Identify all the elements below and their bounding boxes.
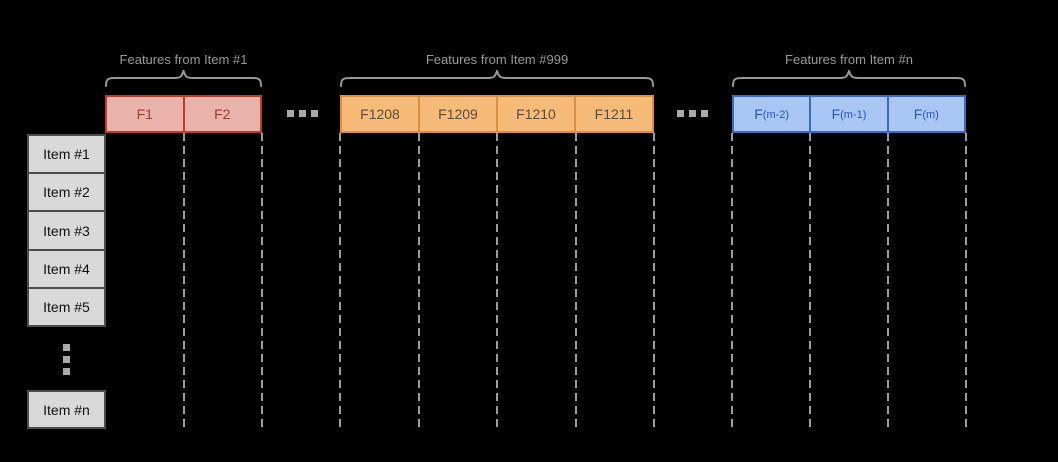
feature-cell-sublabel: (m-1) <box>840 109 867 121</box>
row-label-item-2: Item #2 <box>27 172 106 213</box>
feature-cell-sublabel: (m) <box>922 109 939 121</box>
feature-cell: F(m-2) <box>734 97 809 131</box>
feature-cell: F2 <box>182 97 261 131</box>
brace-label-item-999: Features from Item #999 <box>425 51 569 67</box>
feature-cell-label: F2 <box>214 106 231 122</box>
ellipsis-dot <box>63 356 70 363</box>
dashed-column-line <box>887 133 889 429</box>
row-label-item-n: Item #n <box>27 390 106 429</box>
feature-cell-label: F1210 <box>516 106 556 122</box>
feature-group-item-999: F1208 F1209 F1210 F1211 <box>340 95 654 133</box>
feature-cell-label: F <box>831 106 841 122</box>
curly-brace-icon <box>340 70 654 87</box>
feature-group-item-1: F1 F2 <box>105 95 262 133</box>
ellipsis-dot <box>677 110 684 117</box>
feature-cell: F1 <box>107 97 183 131</box>
dashed-column-line <box>260 133 263 429</box>
dashed-column-line <box>731 133 733 429</box>
feature-cell-label: F1208 <box>360 106 400 122</box>
horizontal-ellipsis-icon <box>677 110 708 117</box>
feature-cell-label: F <box>754 106 763 122</box>
dashed-column-line <box>965 133 967 429</box>
feature-group-item-n: F(m-2) F(m-1) F(m) <box>732 95 966 133</box>
feature-cell: F1211 <box>574 97 652 131</box>
dashed-column-line <box>809 133 811 429</box>
feature-cell: F1209 <box>418 97 496 131</box>
vertical-ellipsis-icon <box>63 344 70 375</box>
curly-brace-icon <box>105 70 262 87</box>
item-rows-column: Item #1 Item #2 Item #3 Item #4 Item #5 <box>27 134 106 328</box>
ellipsis-dot <box>311 110 318 117</box>
ellipsis-dot <box>63 344 70 351</box>
feature-cell: F(m) <box>886 97 964 131</box>
feature-cell-label: F1211 <box>594 106 634 122</box>
ellipsis-dot <box>299 110 306 117</box>
row-label-item-1: Item #1 <box>27 134 106 175</box>
ellipsis-dot <box>63 368 70 375</box>
feature-cell-sublabel: (m-2) <box>762 109 790 121</box>
row-label-item-3: Item #3 <box>27 210 106 251</box>
feature-cell-label: F <box>913 106 923 122</box>
feature-cell-label: F1 <box>136 106 153 122</box>
feature-cell: F1208 <box>342 97 418 131</box>
ellipsis-dot <box>689 110 696 117</box>
dashed-column-line <box>653 133 655 429</box>
brace-label-item-n: Features from Item #n <box>785 51 913 67</box>
brace-label-item-1: Features from Item #1 <box>119 51 248 67</box>
dashed-column-line <box>417 133 420 429</box>
dashed-column-line <box>339 133 341 429</box>
ellipsis-dot <box>701 110 708 117</box>
feature-cell-label: F1209 <box>438 106 478 122</box>
ellipsis-dot <box>287 110 294 117</box>
dashed-column-line <box>182 133 185 429</box>
horizontal-ellipsis-icon <box>287 110 318 117</box>
row-label-item-5: Item #5 <box>27 286 106 328</box>
row-label-item-4: Item #4 <box>27 248 106 289</box>
feature-cell: F1210 <box>496 97 574 131</box>
curly-brace-icon <box>732 70 966 87</box>
feature-cell: F(m-1) <box>809 97 886 131</box>
dashed-column-line <box>574 133 577 429</box>
dashed-column-line <box>496 133 498 429</box>
